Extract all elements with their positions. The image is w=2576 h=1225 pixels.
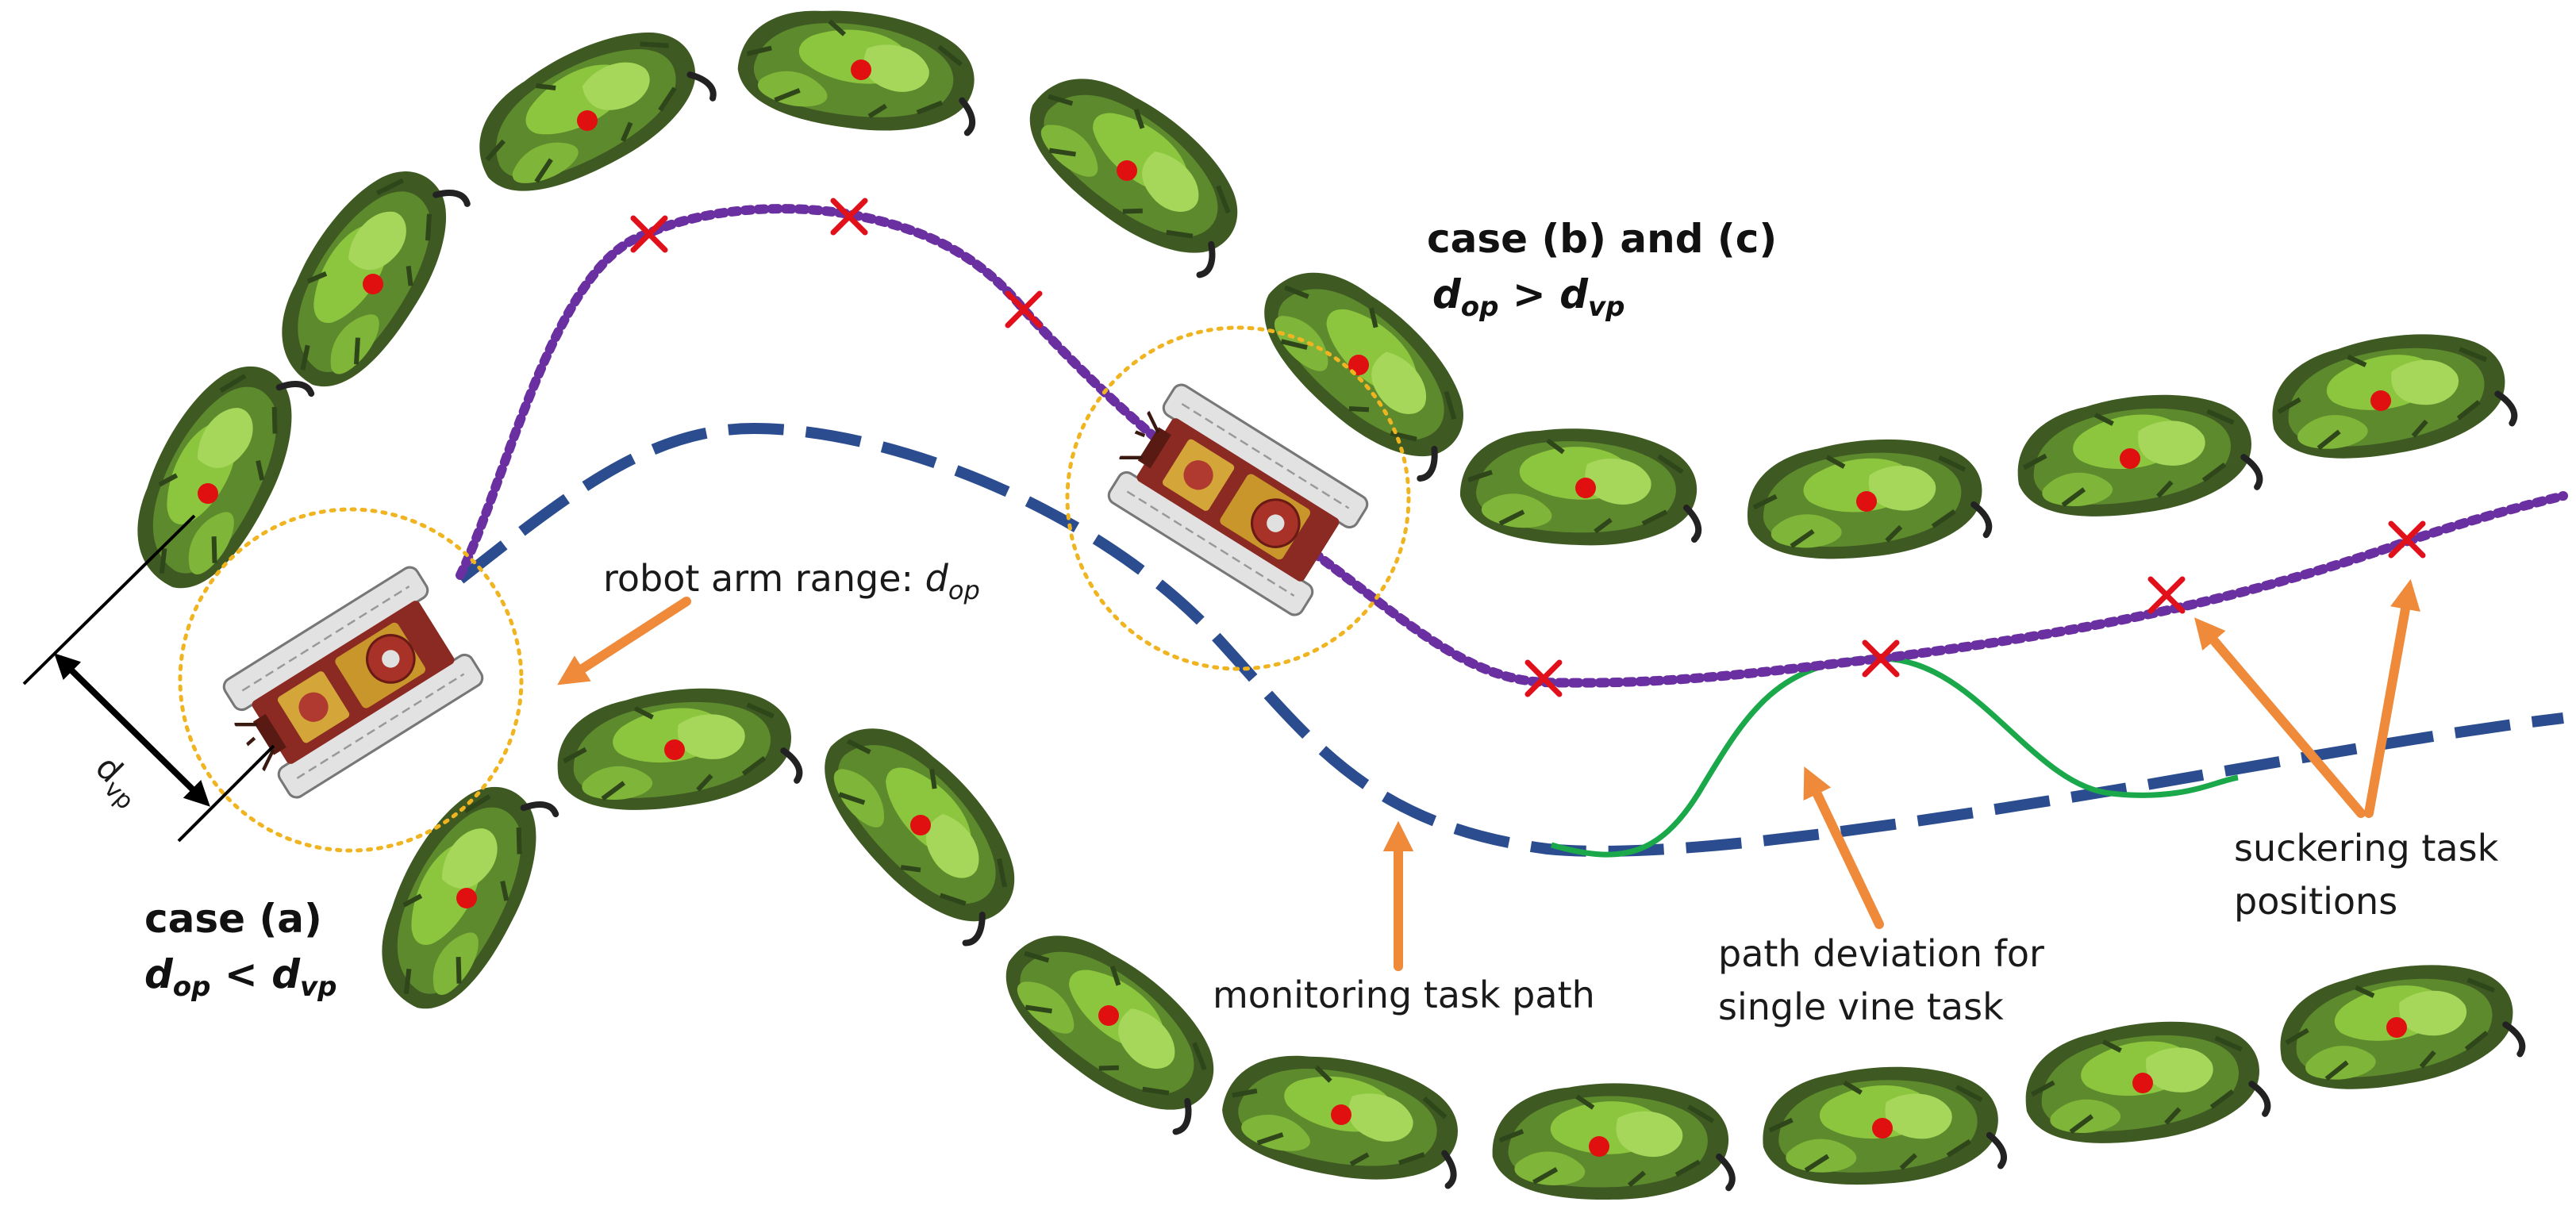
arrow-suckering-1 xyxy=(2194,617,2366,818)
robot-arm-range-label: robot arm range: dop xyxy=(603,557,980,605)
case-a-title: case (a) xyxy=(144,896,322,942)
monitoring-task-path xyxy=(456,422,2564,857)
vine-point xyxy=(1098,1005,1119,1026)
tracked-robot-icon xyxy=(1093,374,1371,618)
vine-point xyxy=(1331,1104,1351,1125)
vine-point xyxy=(851,60,871,80)
case-bc-condition: dop > dvp xyxy=(1432,271,1625,323)
vine-point xyxy=(198,483,218,504)
arrow-path-deviation xyxy=(1803,766,1884,929)
vine-point xyxy=(2386,1017,2407,1038)
labels: robot arm range: dop case (a) dop < dvp … xyxy=(144,216,2499,1028)
dvp-label: dvp xyxy=(83,747,151,815)
vine-point xyxy=(910,815,931,835)
case-a-condition: dop < dvp xyxy=(144,951,337,1003)
annotation-arrows xyxy=(557,578,2420,971)
suckering-label-line1: suckering task xyxy=(2234,827,2499,870)
vine-point xyxy=(1856,491,1877,512)
vine-points xyxy=(198,60,2407,1157)
path-deviation-label-line2: single vine task xyxy=(1718,985,2004,1028)
vine-point xyxy=(1872,1118,1893,1139)
path-deviation-label-line1: path deviation for xyxy=(1718,932,2044,975)
vine-point xyxy=(1575,478,1596,498)
cross-marker-icon xyxy=(1008,294,1040,325)
vine-canopy-icon xyxy=(1489,1077,1732,1207)
vine-canopy-icon xyxy=(254,145,474,410)
case-bc-title: case (b) and (c) xyxy=(1427,216,1777,262)
vine-point xyxy=(1117,160,1137,181)
vine-point xyxy=(1589,1136,1609,1157)
arrow-robot-range xyxy=(557,597,691,685)
vine-point xyxy=(456,888,477,908)
robot-case-bc xyxy=(1065,325,1411,671)
vine-canopy-icon xyxy=(455,0,720,220)
vine-point xyxy=(2370,390,2391,411)
suckering-label-line2: positions xyxy=(2234,880,2397,923)
vine-point xyxy=(2120,448,2140,469)
vine-point xyxy=(2132,1073,2153,1093)
vine-point xyxy=(577,110,598,131)
monitoring-path-label: monitoring task path xyxy=(1213,973,1595,1016)
robot-arm-range-circle xyxy=(1065,325,1411,671)
vine-point xyxy=(363,274,383,294)
vine-point xyxy=(664,739,685,760)
arrow-suckering-2 xyxy=(2364,578,2420,818)
